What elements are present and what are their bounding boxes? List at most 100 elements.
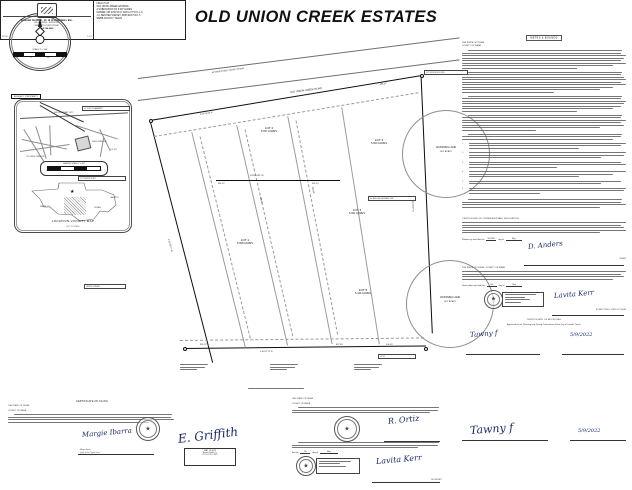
legal-county-line: COUNTY OF WEBB bbox=[462, 44, 482, 47]
north-arrow-scale-rosette: SCALE 1" = 100' 100 0 100 200 bbox=[9, 13, 71, 71]
engineer-state: THE STATE OF TEXAS bbox=[292, 398, 314, 400]
title-block: Everett Griffith, Jr. & Associates Inc. … bbox=[0, 0, 186, 40]
monument-ne bbox=[420, 74, 424, 78]
vicinity-star-marker: ★ bbox=[70, 189, 75, 195]
owner-date-month: May bbox=[505, 238, 522, 242]
approval-date-top-line[interactable] bbox=[570, 440, 626, 441]
filing-signature-line[interactable] bbox=[78, 447, 154, 455]
notary-signature-line[interactable] bbox=[552, 308, 624, 316]
tie-line-dist-left: 331.22' bbox=[218, 183, 225, 185]
adjoining-sub-north: NOT A PART bbox=[440, 151, 452, 153]
tb-line-4: J.A. BENITEZ SURVEY, ABSTRACT NO. 5 bbox=[96, 15, 141, 18]
scale-caption: SCALE 1" = 100' bbox=[32, 49, 48, 51]
legal-item-0: 1. bbox=[462, 142, 626, 151]
vicinity-scale-tick-0: 500 bbox=[46, 170, 49, 172]
certificate-of-filing: CERTIFICATE OF FILING THE STATE OF TEXAS… bbox=[8, 400, 176, 456]
owner-date-mid: day of bbox=[498, 239, 504, 242]
filing-signature[interactable]: Margie Ibarra bbox=[81, 426, 133, 439]
notary-body bbox=[462, 271, 626, 280]
vicinity-map-caption-sub: NOT TO SCALE bbox=[66, 226, 80, 228]
tb-line-2: A SUBDIVISION OF 5.007 ACRES bbox=[96, 9, 133, 12]
chair-signature-line[interactable] bbox=[466, 347, 540, 355]
legal-item-3-num: 4. bbox=[462, 171, 464, 174]
notary-stamp-box bbox=[502, 291, 544, 307]
owner-cert-body bbox=[462, 222, 626, 234]
legal-item-1-num: 2. bbox=[462, 152, 464, 155]
vicinity-city-label-1: WEBB CO. bbox=[40, 206, 51, 208]
callout-4: 60' BUILDING SETBACK LINE bbox=[368, 196, 417, 202]
firm-logo-icon bbox=[37, 3, 57, 18]
lower-note-1 bbox=[180, 364, 210, 372]
lower-note-2 bbox=[270, 364, 300, 372]
engineer-body-2 bbox=[292, 442, 442, 449]
legal-item-5-num: 6. bbox=[462, 187, 464, 190]
engineer-date-day: 9th bbox=[300, 451, 311, 455]
lot-label-1: LOT 1 5.008 ACRES bbox=[218, 238, 272, 246]
owner-date-day: 5/9/2022 bbox=[486, 238, 497, 242]
approval-date-line[interactable] bbox=[562, 347, 624, 355]
approval-body: Approved by the Planning and Zoning Comm… bbox=[507, 323, 581, 326]
page-title: OLD UNION CREEK ESTATES bbox=[194, 8, 438, 26]
tb-line-0: FINAL PLAT bbox=[96, 3, 110, 5]
filing-officer-title: Clerk of the County Court bbox=[80, 451, 101, 454]
engineer-date-mid: day of bbox=[312, 452, 318, 455]
callout-3: P.O.B. bbox=[378, 354, 417, 360]
dist-north-line: 658.14' bbox=[379, 82, 387, 86]
lot-label-2: LOT 2 5.067 ACRES bbox=[242, 126, 296, 134]
legal-item-1: 2. bbox=[462, 152, 626, 160]
easement-line-3 bbox=[295, 120, 339, 335]
secretary-signature-line[interactable] bbox=[372, 475, 440, 484]
approval-signature-top[interactable]: Tawny f bbox=[469, 420, 514, 437]
legal-item-4-num: 5. bbox=[462, 180, 464, 183]
notary-date-pre: Given under my hand this bbox=[462, 284, 485, 287]
vicinity-city-label-0: LAREDO bbox=[110, 197, 119, 199]
sheet-number: 1 OF 1 bbox=[87, 37, 92, 38]
lot-label-4: LOT 4 5.003 ACRES bbox=[352, 138, 406, 146]
chair-signature[interactable]: Tawny f bbox=[469, 328, 498, 339]
notary-heading: THE STATE OF TEXAS / COUNTY OF WEBB bbox=[462, 266, 505, 269]
vicinity-map-caption: LOCATION-VICINITY MAP bbox=[51, 219, 95, 223]
notary-date-day: 9th bbox=[486, 284, 497, 287]
legal-item-2: 3. bbox=[462, 161, 626, 170]
subject-property-tag: SUBJECT PROPERTY bbox=[11, 94, 42, 99]
engineer-signature[interactable]: R. Ortiz bbox=[387, 413, 420, 427]
texas-state-outline: ★ TEXAS WEBB CO. LAREDO bbox=[28, 181, 120, 223]
secretary-signature[interactable]: Lavita Kerr bbox=[375, 453, 423, 467]
boundary-south bbox=[183, 345, 426, 350]
scale-tick-3: 200 bbox=[64, 57, 67, 59]
legal-item-2-num: 3. bbox=[462, 161, 464, 164]
approval-date-top[interactable]: 5/9/2022 bbox=[578, 428, 601, 434]
lot-2-acres: 5.067 ACRES bbox=[260, 130, 277, 133]
approval-date[interactable]: 5/9/2022 bbox=[570, 331, 593, 338]
callout-1: 1/2" IRON ROD FOUND bbox=[424, 70, 469, 76]
engineer-county: COUNTY OF WEBB bbox=[292, 402, 311, 405]
owner-signature-line[interactable] bbox=[524, 258, 624, 267]
metes-bounds-heading-text: METES & BOUNDS bbox=[526, 34, 562, 41]
engineer-signature-line[interactable] bbox=[384, 434, 440, 443]
surveyor-stamp-license: R.P.L.S. NO. 4625 bbox=[202, 454, 218, 456]
dist-interior-2: 330.00' bbox=[311, 186, 315, 194]
tb-line-3: OWNER: OR SITE 53 K7 AND LOT 5 P.L.L.C. bbox=[96, 12, 144, 15]
lot-label-3: LOT 3 5.001 ACRES bbox=[330, 208, 384, 216]
adjoining-sub-south: NOT A PART bbox=[444, 301, 456, 303]
owner-signature[interactable]: D. Anders bbox=[527, 239, 564, 252]
firm-header: ENGINEERING • SURVEYING bbox=[34, 22, 60, 24]
surveyor-signature[interactable]: E. Griffith bbox=[177, 424, 239, 446]
dist-south-2: 657.94' bbox=[336, 344, 343, 346]
notary-signature[interactable]: Lavita Kerr bbox=[553, 288, 595, 300]
legal-paragraph-4 bbox=[462, 114, 626, 131]
notary-signature-caption: NOTARY PUBLIC, STATE OF TEXAS bbox=[595, 309, 626, 312]
owner-signature-caption: OWNER bbox=[619, 257, 626, 260]
county-clerk-seal: ★ bbox=[136, 416, 160, 441]
vicinity-frame-inner bbox=[16, 101, 130, 231]
dist-south-1: 331.22' bbox=[200, 344, 207, 346]
approval-signature-top-line[interactable] bbox=[462, 440, 548, 441]
legal-state-line: THE STATE OF TEXAS bbox=[462, 42, 485, 44]
filing-heading: CERTIFICATE OF FILING bbox=[75, 400, 108, 403]
filing-state: THE STATE OF TEXAS bbox=[8, 405, 30, 407]
vicinity-scale-tick-2: 500 bbox=[99, 170, 102, 172]
legal-paragraph-3 bbox=[462, 95, 626, 112]
surveyor-stamp-date: MAY 19 2022 bbox=[204, 450, 216, 452]
vicinity-state-label: TEXAS bbox=[94, 207, 101, 209]
